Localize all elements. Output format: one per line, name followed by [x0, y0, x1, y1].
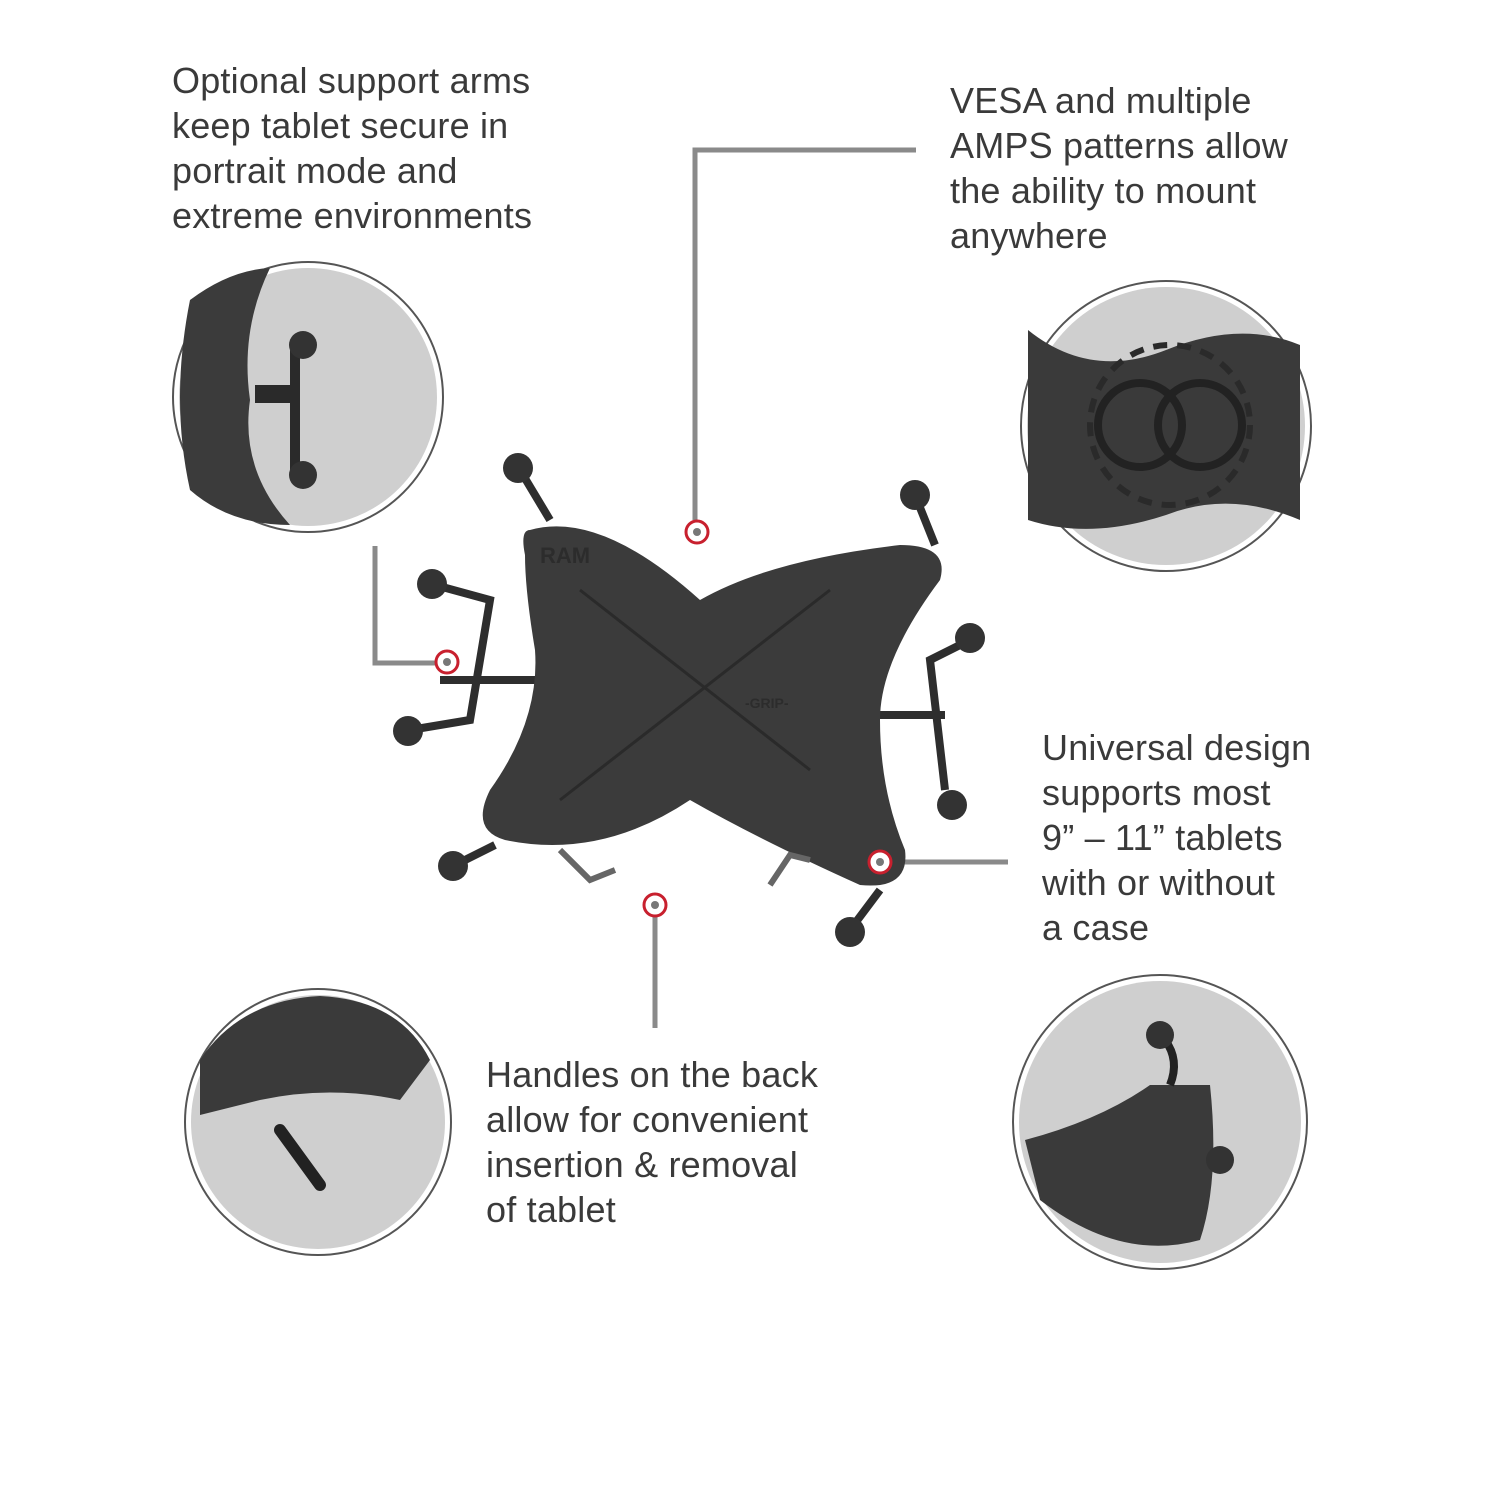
detail-circle-support-arm: [172, 261, 444, 533]
marker-handle: [642, 892, 668, 918]
marker-universal: [867, 849, 893, 875]
tablet-holder: RAM -GRIP-: [393, 453, 985, 947]
caption-line: Handles on the back: [486, 1054, 819, 1095]
caption-vesa-amps: VESA and multiple AMPS patterns allow th…: [950, 78, 1288, 258]
leader-lines: [372, 147, 1008, 1028]
detail-circle-universal: [1012, 974, 1308, 1270]
caption-line: a case: [1042, 907, 1150, 948]
caption-support-arms: Optional support arms keep tablet secure…: [172, 58, 532, 238]
caption-line: VESA and multiple: [950, 80, 1252, 121]
caption-line: allow for convenient: [486, 1099, 809, 1140]
caption-line: supports most: [1042, 772, 1271, 813]
detail-circle-handle: [184, 988, 452, 1256]
grip-mark: -GRIP-: [745, 695, 789, 711]
marker-support-arm: [434, 649, 460, 675]
caption-line: with or without: [1042, 862, 1276, 903]
caption-line: AMPS patterns allow: [950, 125, 1288, 166]
caption-line: of tablet: [486, 1189, 616, 1230]
caption-line: portrait mode and: [172, 150, 458, 191]
detail-circle-vesa: [1020, 280, 1312, 572]
caption-handles: Handles on the back allow for convenient…: [486, 1052, 818, 1232]
caption-line: Optional support arms: [172, 60, 531, 101]
marker-vesa: [684, 519, 710, 545]
caption-universal-design: Universal design supports most 9” – 11” …: [1042, 725, 1311, 950]
caption-line: the ability to mount: [950, 170, 1257, 211]
caption-line: keep tablet secure in: [172, 105, 509, 146]
caption-line: 9” – 11” tablets: [1042, 817, 1283, 858]
caption-line: anywhere: [950, 215, 1108, 256]
caption-line: insertion & removal: [486, 1144, 798, 1185]
caption-line: Universal design: [1042, 727, 1312, 768]
markers: [434, 519, 893, 918]
brand-mark: RAM: [540, 543, 590, 568]
caption-line: extreme environments: [172, 195, 533, 236]
